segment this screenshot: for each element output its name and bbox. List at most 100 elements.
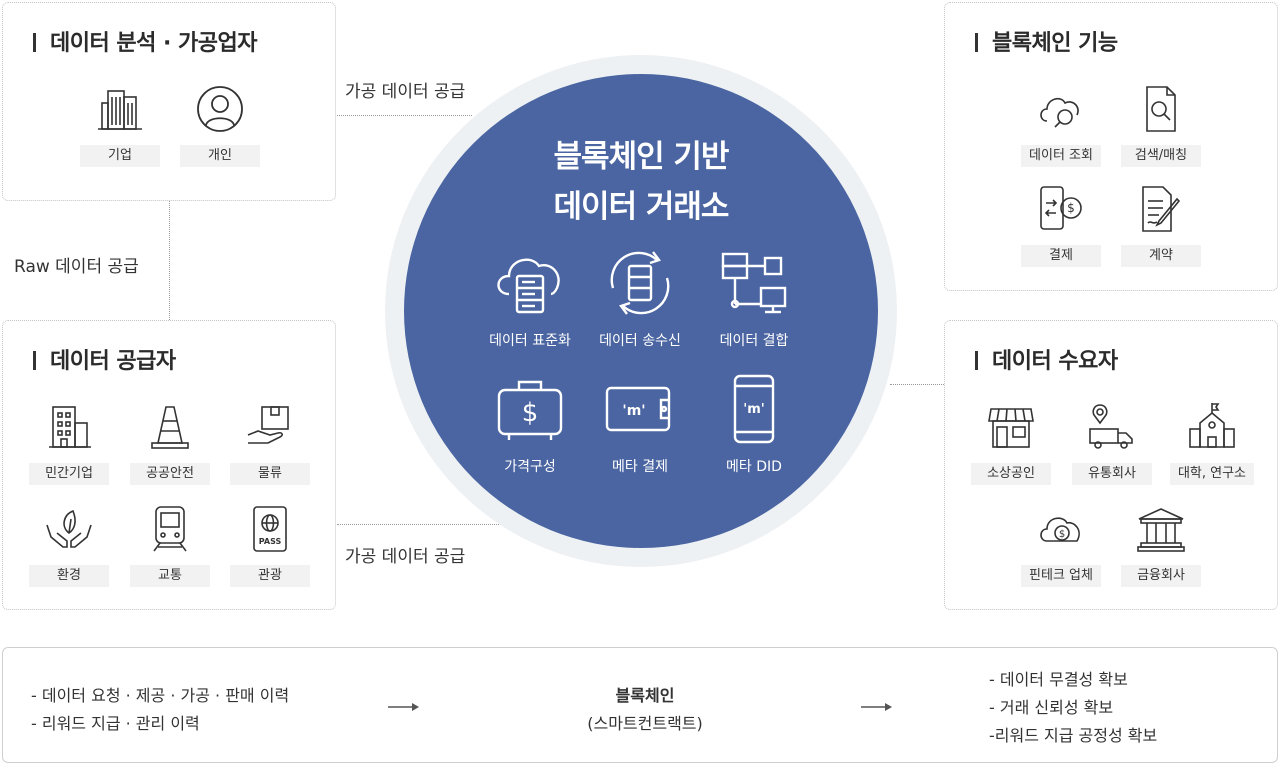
train-icon — [153, 506, 187, 552]
feature-label: 데이터 송수신 — [599, 333, 681, 349]
store-icon — [988, 408, 1034, 448]
supplier-item-logistics: 물류 — [228, 401, 312, 485]
server-network-icon — [721, 252, 787, 314]
exchange-title-line1: 블록체인 기반 — [553, 139, 730, 175]
feature-did: 'm' 메타 DID — [694, 374, 814, 476]
consumer-item-label: 유통회사 — [1072, 463, 1152, 485]
package-hand-icon — [247, 406, 289, 444]
blockchain-item-payment: $ 결제 — [1019, 183, 1103, 267]
cloud-dollar-icon: $ — [1040, 517, 1080, 542]
svg-text:$: $ — [1067, 201, 1075, 215]
summary-blockchain-sub: (스마트컨트랙트) — [587, 714, 703, 733]
blockchain-item-lookup: 데이터 조회 — [1019, 83, 1103, 167]
feature-standardize: 데이터 표준화 — [470, 248, 590, 350]
blockchain-panel-title: 블록체인 기능 — [975, 25, 1118, 57]
analyst-panel: 데이터 분석 · 가공업자 기업 개인 — [2, 2, 336, 201]
cloud-search-icon — [1040, 97, 1079, 128]
analyst-item-person: 개인 — [178, 83, 262, 167]
feature-label: 데이터 결합 — [719, 333, 789, 349]
consumer-panel: 데이터 수요자 소상공인 유통회사 대학, 연구소 $ 핀테크 업체 — [944, 320, 1278, 610]
svg-text:$: $ — [522, 398, 539, 428]
feature-label: 메타 DID — [726, 459, 782, 475]
feature-pricing: $ 가격구성 — [470, 374, 590, 476]
blockchain-item-search: 검색/매칭 — [1119, 83, 1203, 167]
feature-label: 데이터 표준화 — [489, 333, 571, 349]
consumer-item-smallbiz: 소상공인 — [969, 401, 1053, 485]
blockchain-item-contract: 계약 — [1119, 183, 1203, 267]
exchange-title-line2: 데이터 거래소 — [553, 189, 730, 225]
mobile-payment-icon: $ — [1040, 186, 1082, 230]
summary-benefit-line: - 거래 신뢰성 확보 — [989, 698, 1114, 717]
supplier-item-traffic: 교통 — [128, 503, 212, 587]
consumer-panel-title: 데이터 수요자 — [975, 343, 1118, 375]
analyst-item-label: 개인 — [180, 145, 260, 167]
flow-label-processed-top: 가공 데이터 공급 — [345, 82, 466, 102]
blockchain-item-label: 검색/매칭 — [1121, 145, 1201, 167]
delivery-truck-icon — [1089, 404, 1133, 449]
consumer-item-university: 대학, 연구소 — [1170, 401, 1254, 485]
feature-label: 가격구성 — [504, 459, 556, 475]
connector-bottom-processed — [337, 524, 507, 525]
cloud-server-icon — [497, 258, 560, 314]
supplier-item-label: 물류 — [230, 463, 310, 485]
analyst-item-label: 기업 — [80, 145, 160, 167]
svg-text:'m': 'm' — [743, 402, 765, 417]
flow-label-raw: Raw 데이터 공급 — [14, 257, 139, 277]
summary-history: - 데이터 요청 · 제공 · 가공 · 판매 이력 - 리워드 지급 · 관리… — [31, 682, 289, 738]
summary-benefit-line: -리워드 지급 공정성 확보 — [989, 726, 1158, 745]
summary-blockchain-title: 블록체인 — [615, 686, 675, 705]
eco-hands-icon — [46, 509, 92, 548]
blockchain-item-label: 데이터 조회 — [1021, 145, 1101, 167]
office-building-icon — [49, 406, 91, 448]
consumer-item-finance: 금융회사 — [1119, 503, 1203, 587]
consumer-item-label: 핀테크 업체 — [1021, 565, 1101, 587]
summary-benefits: - 데이터 무결성 확보 - 거래 신뢰성 확보 -리워드 지급 공정성 확보 — [989, 666, 1157, 750]
document-search-icon — [1146, 86, 1176, 132]
passport-icon: PASS — [253, 506, 287, 552]
consumer-item-label: 금융회사 — [1121, 565, 1201, 587]
wallet-icon: 'm' — [605, 386, 671, 432]
summary-box: - 데이터 요청 · 제공 · 가공 · 판매 이력 - 리워드 지급 · 관리… — [2, 647, 1278, 763]
supplier-item-label: 공공안전 — [130, 463, 210, 485]
supplier-item-label: 교통 — [130, 565, 210, 587]
flow-label-processed-bottom: 가공 데이터 공급 — [345, 547, 466, 567]
server-sync-icon — [610, 251, 670, 315]
supplier-item-tourism: PASS 관광 — [228, 503, 312, 587]
school-icon — [1189, 403, 1235, 448]
supplier-item-environment: 환경 — [27, 503, 111, 587]
building-icon — [98, 90, 142, 130]
svg-text:$: $ — [1059, 529, 1065, 540]
exchange-circle — [404, 74, 878, 548]
svg-text:'m': 'm' — [622, 403, 645, 419]
consumer-item-label: 대학, 연구소 — [1170, 463, 1254, 485]
supplier-panel-title: 데이터 공급자 — [33, 343, 176, 375]
bank-icon — [1137, 508, 1185, 552]
supplier-panel: 데이터 공급자 민간기업 공공안전 물류 환경 교통 — [2, 320, 336, 610]
connector-consumer — [890, 384, 944, 385]
supplier-item-private: 민간기업 — [27, 401, 111, 485]
summary-blockchain: 블록체인 (스마트컨트랙트) — [563, 682, 727, 738]
analyst-item-company: 기업 — [78, 83, 162, 167]
traffic-cone-icon — [151, 406, 189, 449]
arrow-right-icon — [861, 703, 892, 711]
arrow-right-icon — [388, 703, 419, 711]
contract-icon — [1142, 186, 1181, 232]
supplier-item-label: 환경 — [29, 565, 109, 587]
connector-raw — [169, 201, 170, 320]
summary-history-line: - 데이터 요청 · 제공 · 가공 · 판매 이력 — [31, 686, 290, 705]
blockchain-item-label: 계약 — [1121, 245, 1201, 267]
feature-transfer: 데이터 송수신 — [580, 248, 700, 350]
mobile-id-icon: 'm' — [733, 374, 775, 444]
summary-history-line: - 리워드 지급 · 관리 이력 — [31, 714, 200, 733]
feature-combine: 데이터 결합 — [694, 248, 814, 350]
supplier-item-label: 민간기업 — [29, 463, 109, 485]
consumer-item-label: 소상공인 — [971, 463, 1051, 485]
blockchain-panel: 블록체인 기능 데이터 조회 검색/매칭 $ 결제 계약 — [944, 2, 1278, 291]
feature-payment: 'm' 메타 결제 — [580, 374, 700, 476]
consumer-item-distribution: 유통회사 — [1070, 401, 1154, 485]
feature-label: 메타 결제 — [612, 459, 668, 475]
person-icon — [197, 86, 243, 132]
supplier-item-label: 관광 — [230, 565, 310, 587]
connector-top-processed — [337, 115, 472, 116]
svg-text:PASS: PASS — [259, 537, 282, 546]
